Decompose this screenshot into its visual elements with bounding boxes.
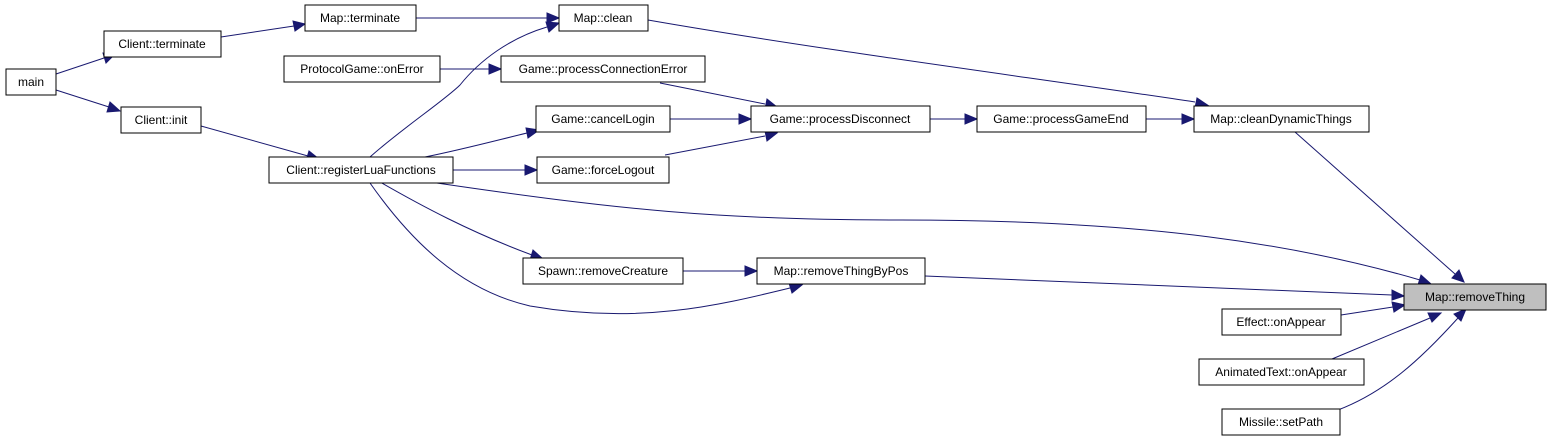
edge-forcelogout-processdisconnect [664,135,766,156]
node-label: Game::cancelLogin [551,112,654,126]
node-game-forcelogout[interactable]: Game::forceLogout [536,156,670,184]
node-game-processgameend[interactable]: Game::processGameEnd [976,105,1147,133]
edge-cleandynamic-removething [1294,131,1456,275]
node-map-terminate[interactable]: Map::terminate [304,4,417,32]
edge-registerlua-map-clean [369,26,548,158]
node-label: AnimatedText::onAppear [1215,365,1346,379]
node-label: Map::terminate [320,11,400,25]
node-label: Effect::onAppear [1236,315,1325,329]
node-label: Map::removeThingByPos [774,264,909,278]
edge-animatedtext-removething [1331,317,1431,360]
node-label: ProtocolGame::onError [300,62,423,76]
node-label: Map::clean [574,11,633,25]
edge-missile-removething [1337,317,1459,411]
edge-main-client-init [55,89,110,108]
arrowhead [1181,113,1196,125]
node-main[interactable]: main [5,68,57,96]
edge-main-client-terminate [55,57,105,75]
arrowhead [1427,312,1443,323]
node-label: Map::removeThing [1425,290,1525,304]
node-client-init[interactable]: Client::init [120,106,202,134]
arrowhead [292,20,307,32]
edges [55,12,1467,411]
node-map-removethingbypos[interactable]: Map::removeThingByPos [756,257,926,285]
edge-map-clean-cleandynamic [647,19,1196,103]
arrowhead [738,113,753,125]
arrowhead [545,21,561,33]
edge-client-terminate-map-terminate [220,25,295,38]
node-label: Game::forceLogout [552,163,655,177]
node-game-processdisconnect[interactable]: Game::processDisconnect [750,105,931,133]
node-client-registerluafunctions[interactable]: Client::registerLuaFunctions [268,156,454,184]
arrowhead [964,113,979,125]
arrowhead [1453,308,1467,322]
node-effect-onappear[interactable]: Effect::onAppear [1221,308,1342,336]
node-label: Game::processGameEnd [993,112,1128,126]
node-label: Map::cleanDynamicThings [1210,112,1351,126]
node-animatedtext-onappear[interactable]: AnimatedText::onAppear [1198,358,1365,386]
node-map-cleandynamicthings[interactable]: Map::cleanDynamicThings [1193,105,1370,133]
node-protocolgame-onerror[interactable]: ProtocolGame::onError [283,55,441,83]
edge-effect-removething [1340,306,1394,316]
arrowhead [1391,289,1406,301]
arrowhead [1451,269,1465,283]
node-label: Game::processConnectionError [519,62,688,76]
arrowhead [744,265,759,277]
edge-registerlua-spawn [379,181,533,256]
edge-connectionerror-processdisconnect [659,82,766,105]
node-label: Client::registerLuaFunctions [286,163,435,177]
arrowhead [524,164,539,176]
edge-registerlua-cancellogin [424,132,528,158]
node-label: Client::terminate [118,37,206,51]
node-client-terminate[interactable]: Client::terminate [103,30,222,58]
edge-registerlua-removething [429,181,1421,281]
edge-registerlua-removethingbypos [369,182,791,315]
arrowhead [546,12,561,24]
edge-client-init-registerlua [200,125,309,157]
arrowhead [106,101,122,113]
node-label: main [18,75,44,89]
node-spawn-removecreature[interactable]: Spawn::removeCreature [522,257,684,285]
node-label: Spawn::removeCreature [538,264,668,278]
node-label: Client::init [135,113,188,127]
node-missile-setpath[interactable]: Missile::setPath [1221,408,1341,436]
node-game-cancellogin[interactable]: Game::cancelLogin [535,105,671,133]
arrowhead [488,63,503,75]
arrowhead [1391,301,1407,313]
node-map-clean[interactable]: Map::clean [558,4,649,32]
node-map-removething[interactable]: Map::removeThing [1403,283,1547,311]
edge-removethingbypos-removething [924,275,1393,296]
node-label: Missile::setPath [1239,415,1323,429]
node-label: Game::processDisconnect [770,112,911,126]
node-game-processconnectionerror[interactable]: Game::processConnectionError [500,55,706,83]
